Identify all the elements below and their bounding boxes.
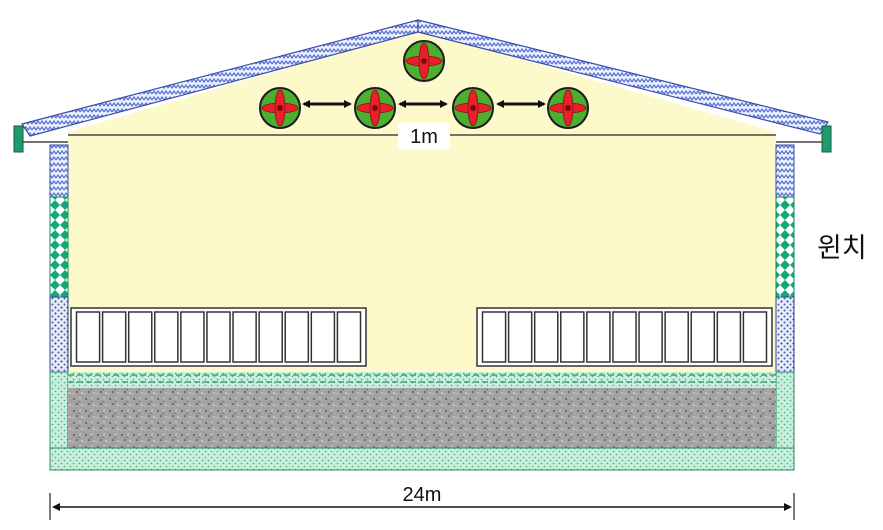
left-wall-upper [49, 144, 69, 198]
window-pane [507, 311, 533, 363]
window-pane [284, 311, 310, 363]
gutter-left [13, 125, 24, 153]
building-width-label: 24m [403, 484, 442, 506]
window-pane [716, 311, 742, 363]
left-wall-winch-curtain [49, 196, 69, 298]
right-wall-lower [775, 296, 795, 373]
right-wall-upper [775, 144, 795, 198]
left-wall-lower [49, 296, 69, 373]
window-pane [127, 311, 153, 363]
window-pane [310, 311, 336, 363]
fan-spacing-label: 1m [410, 126, 438, 148]
fan-hub [277, 105, 283, 111]
window-pane [336, 311, 362, 363]
base-slab [49, 447, 795, 471]
window-bank-left [70, 307, 367, 367]
window-pane [154, 311, 179, 363]
floor-slab-top [68, 372, 776, 388]
fan-row-3 [452, 87, 494, 129]
window-pane [612, 311, 637, 363]
window-pane [206, 311, 231, 363]
window-pane [586, 311, 611, 363]
window-pane [742, 311, 768, 363]
window-pane [75, 311, 101, 363]
window-pane [533, 311, 559, 363]
fan-group [259, 40, 589, 129]
fan-row-4 [547, 87, 589, 129]
right-wall-winch-curtain [775, 196, 795, 298]
window-pane [258, 311, 283, 363]
window-pane [664, 311, 689, 363]
window-pane [481, 311, 507, 363]
fan-hub [470, 105, 476, 111]
window-pane [690, 311, 716, 363]
window-pane [638, 311, 663, 363]
fan-row-2 [354, 87, 396, 129]
roof-right-slab [417, 19, 829, 135]
gravel-floor [68, 388, 776, 448]
fan-hub [372, 105, 378, 111]
window-pane [232, 311, 257, 363]
window-pane [101, 311, 127, 363]
fan-hub [421, 58, 427, 64]
fan-spacing-label-box [398, 123, 450, 149]
gutter-right [821, 125, 832, 153]
side-curtain-label: 윈치 [817, 233, 867, 263]
window-bank-right [476, 307, 773, 367]
fan-row-1 [259, 87, 301, 129]
fan-top [403, 40, 445, 82]
barn-interior [68, 30, 776, 372]
fan-hub [565, 105, 571, 111]
window-pane [560, 311, 585, 363]
window-pane [180, 311, 205, 363]
